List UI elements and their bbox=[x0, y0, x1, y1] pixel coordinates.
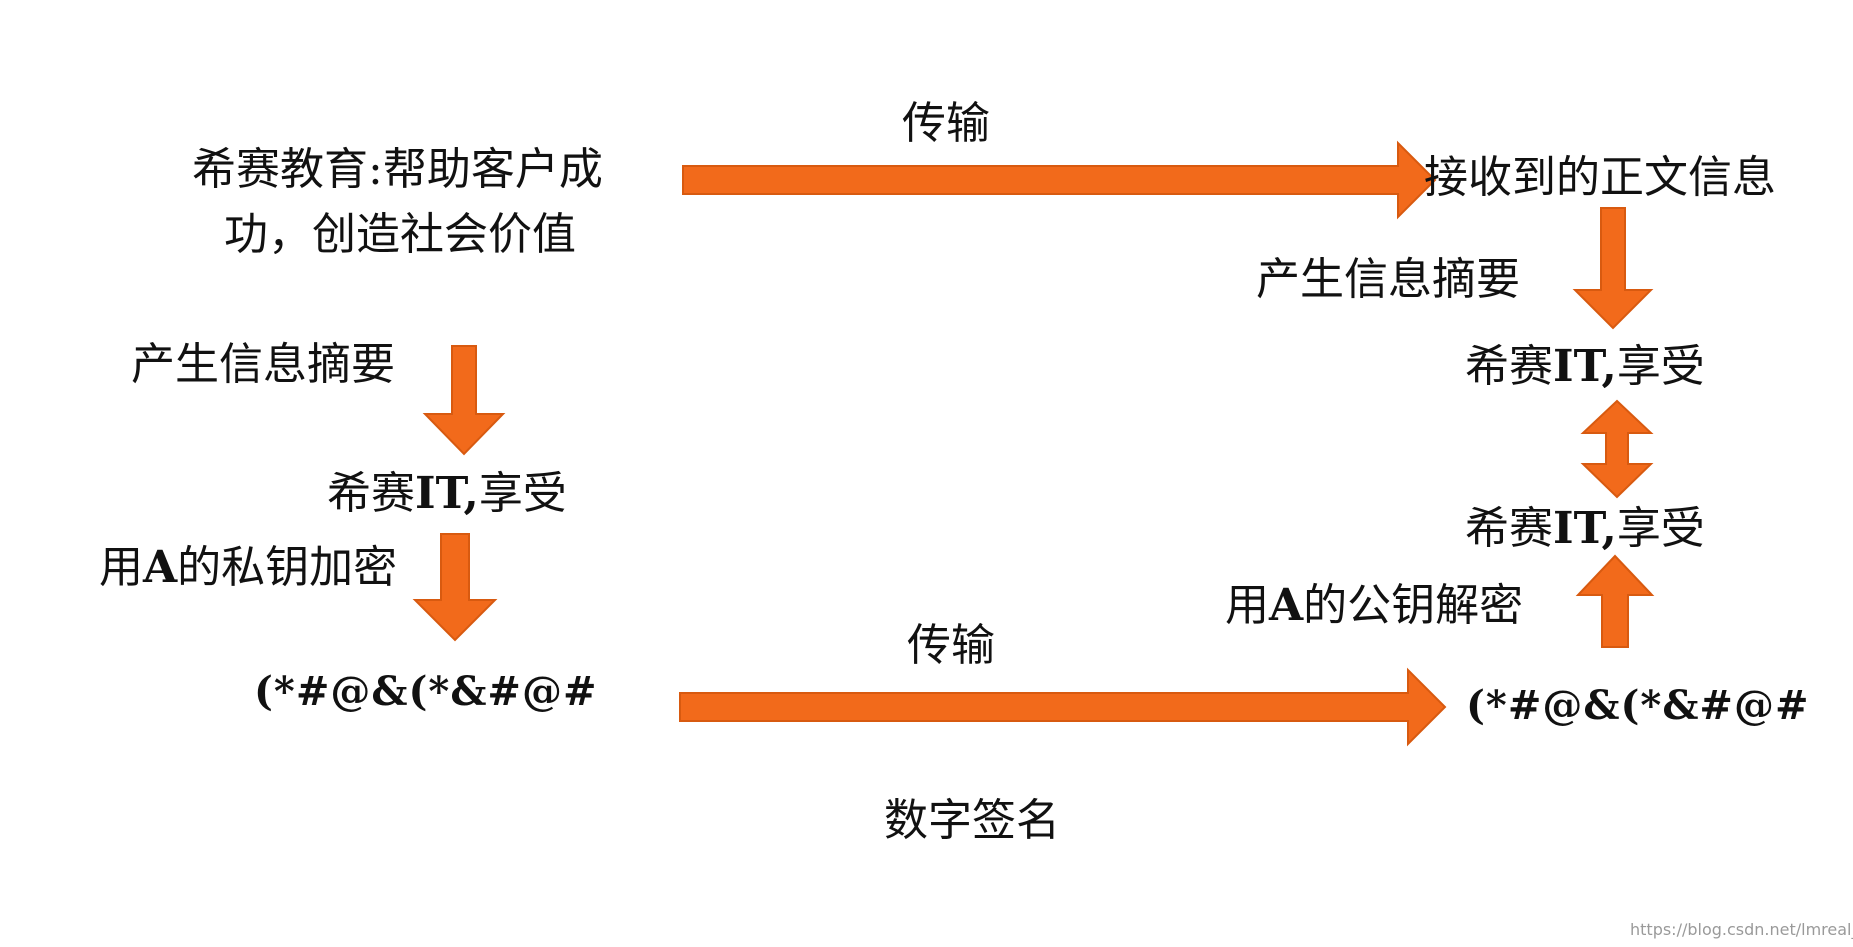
left-digest-step-label: 产生信息摘要 bbox=[131, 339, 395, 390]
right-decrypt-bold: A bbox=[1269, 580, 1304, 631]
right-decrypt-step-label: 用A的公钥解密 bbox=[1225, 584, 1523, 628]
left-encrypt-prefix: 用 bbox=[99, 542, 143, 593]
diagram-caption: 数字签名 bbox=[884, 795, 1060, 846]
right-decrypted-digest-bold: IT, bbox=[1553, 503, 1617, 554]
right-digest-step-label: 产生信息摘要 bbox=[1256, 254, 1520, 305]
left-digest-suffix: 享受 bbox=[478, 468, 567, 519]
right-computed-digest-suffix: 享受 bbox=[1616, 341, 1705, 392]
left-encrypt-step-label: 用A的私钥加密 bbox=[99, 546, 397, 590]
right-computed-digest: 希赛IT,享受 bbox=[1465, 345, 1705, 389]
left-ciphertext: (*#@&(*&#@# bbox=[254, 668, 598, 715]
left-encrypt-bold: A bbox=[143, 542, 178, 593]
right-decrypt-up-arrow bbox=[1575, 554, 1655, 648]
original-message-line2: 功，创造社会价值 bbox=[224, 209, 576, 260]
received-text-label: 接收到的正文信息 bbox=[1424, 152, 1776, 203]
right-decrypted-digest: 希赛IT,享受 bbox=[1465, 507, 1705, 551]
top-transfer-label: 传输 bbox=[902, 98, 990, 149]
original-message-line1: 希赛教育:帮助客户成 bbox=[192, 144, 603, 195]
bottom-transfer-label: 传输 bbox=[907, 620, 995, 671]
left-encrypt-suffix: 的私钥加密 bbox=[177, 542, 398, 593]
left-digest-prefix: 希赛 bbox=[327, 468, 415, 519]
left-digest-bold: IT, bbox=[415, 468, 479, 519]
right-digest-down-arrow bbox=[1572, 207, 1654, 330]
right-computed-digest-prefix: 希赛 bbox=[1465, 341, 1553, 392]
watermark-text: https://blog.csdn.net/lmreal_ bbox=[1630, 920, 1853, 939]
left-digest-down-arrow bbox=[422, 345, 506, 456]
right-ciphertext: (*#@&(*&#@# bbox=[1466, 682, 1810, 729]
right-decrypt-suffix: 的公钥解密 bbox=[1303, 580, 1524, 631]
top-transfer-arrow bbox=[682, 140, 1437, 220]
right-decrypt-prefix: 用 bbox=[1225, 580, 1269, 631]
right-decrypted-digest-prefix: 希赛 bbox=[1465, 503, 1553, 554]
left-digest-value: 希赛IT,享受 bbox=[327, 472, 567, 516]
bottom-transfer-arrow bbox=[679, 667, 1447, 747]
right-computed-digest-bold: IT, bbox=[1553, 341, 1617, 392]
left-encrypt-down-arrow bbox=[412, 533, 498, 642]
right-compare-double-arrow bbox=[1580, 399, 1654, 499]
right-decrypted-digest-suffix: 享受 bbox=[1616, 503, 1705, 554]
